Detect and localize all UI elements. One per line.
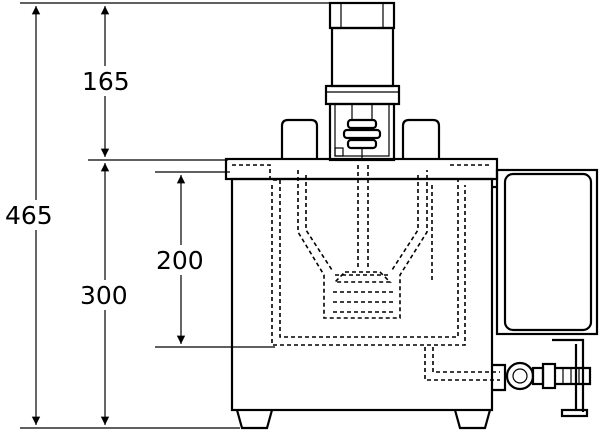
- immersion-depth-label: 200: [156, 246, 204, 275]
- tank-body: [224, 157, 499, 430]
- drain-valve: [492, 338, 592, 418]
- motor-assembly: [280, 1, 441, 162]
- tank-height-label: 300: [80, 281, 128, 310]
- total-height-label: 465: [5, 201, 53, 230]
- dimension-lines: [20, 2, 330, 429]
- control-box: [492, 168, 599, 336]
- motor-height-label: 165: [82, 67, 130, 96]
- hidden-interior: [232, 164, 500, 381]
